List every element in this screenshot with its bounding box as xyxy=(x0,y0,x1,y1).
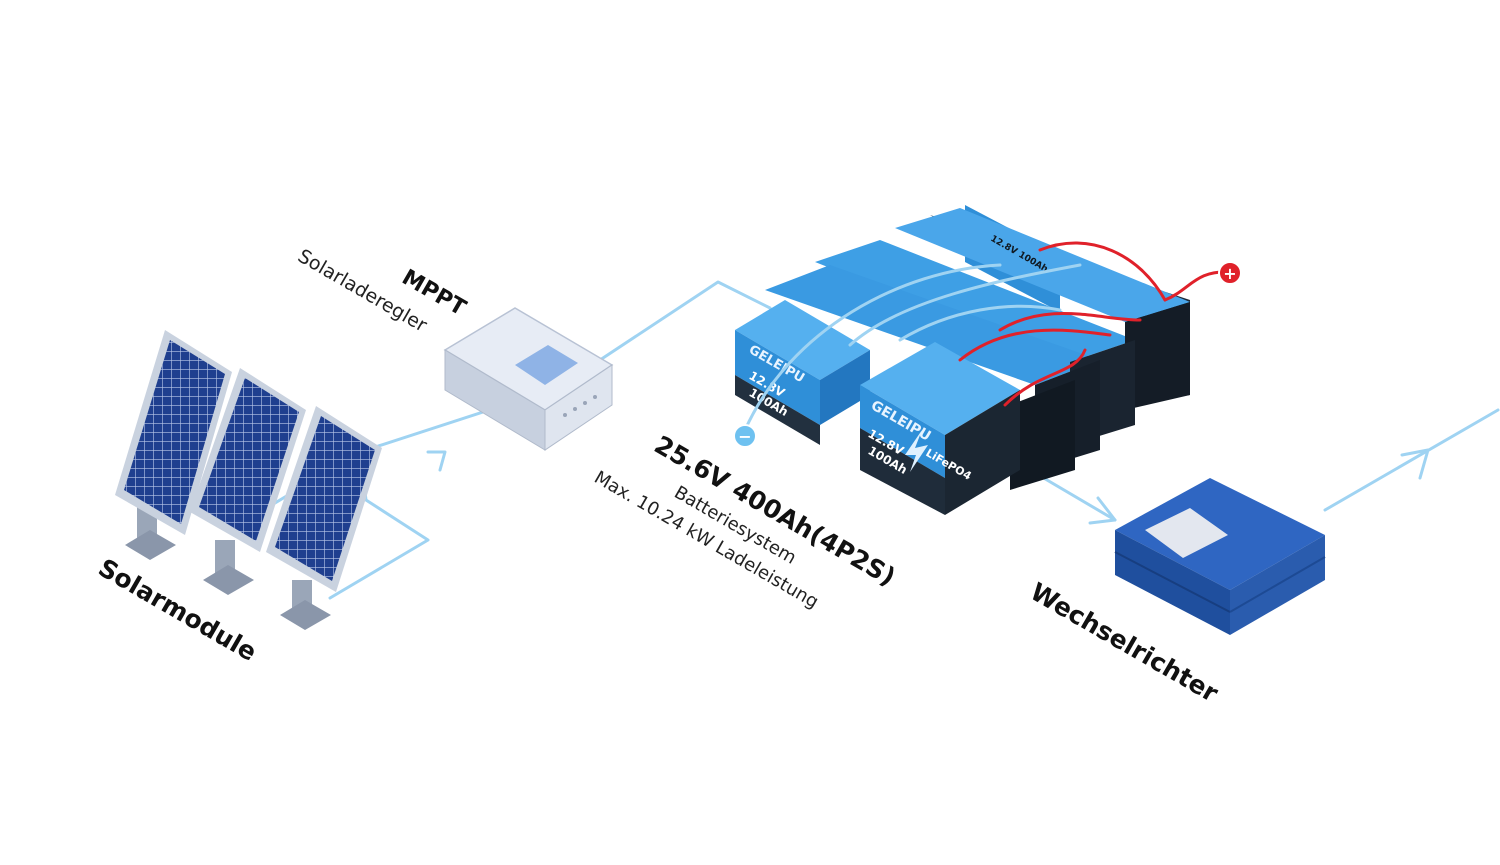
solar-panel-3 xyxy=(266,406,382,630)
battery-pack-icon: GELEIPU 12.8V 100Ah GELEIPU 12.8V 100Ah … xyxy=(733,205,1242,515)
solar-panel-icon xyxy=(115,330,382,630)
solar-panel-1 xyxy=(115,330,232,560)
battery-front-right xyxy=(860,342,1020,515)
negative-terminal-icon: − xyxy=(733,424,757,448)
battery-back-row xyxy=(765,205,1190,490)
svg-text:+: + xyxy=(1223,264,1236,283)
flow-arrow-icon xyxy=(426,448,1430,525)
inverter-icon xyxy=(1114,478,1326,635)
flow-line-inverter-out xyxy=(1323,408,1500,512)
inverter-display xyxy=(1145,508,1228,558)
lightning-icon xyxy=(905,430,928,472)
positive-terminal-icon: + xyxy=(1218,261,1242,285)
svg-text:−: − xyxy=(738,427,751,446)
battery-front-left xyxy=(735,300,870,445)
solar-panel-2 xyxy=(190,368,306,595)
charge-controller-icon xyxy=(443,307,614,451)
controller-display xyxy=(515,345,578,385)
